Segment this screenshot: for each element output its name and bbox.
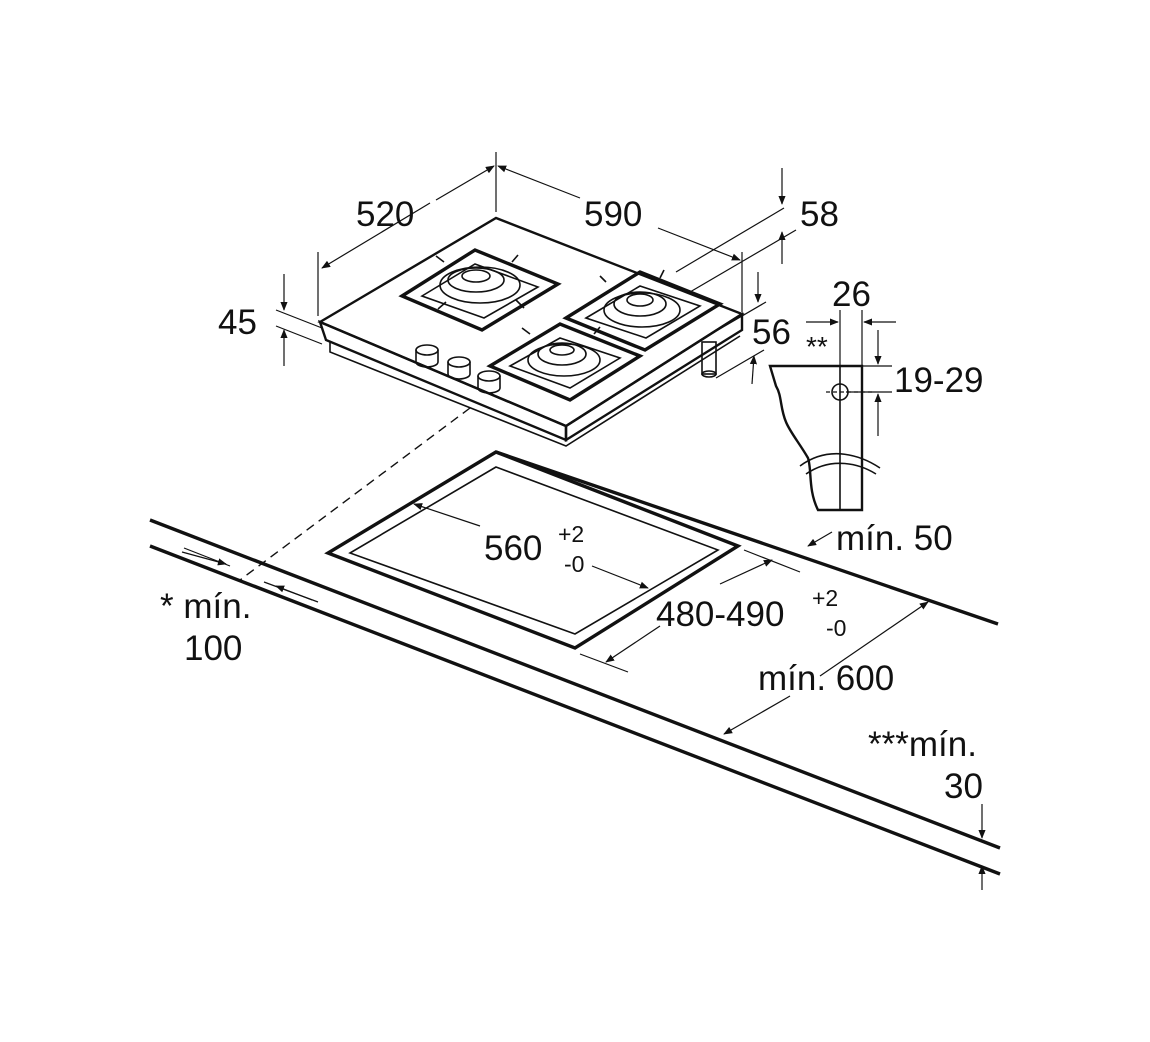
dim-min-50: mín. 50 xyxy=(836,519,953,558)
knob-icon xyxy=(447,356,471,380)
cutout-outline xyxy=(324,450,742,650)
dim-min-600: mín. 600 xyxy=(758,659,894,698)
dimension-cutout-width: 560 +2 -0 xyxy=(413,503,649,589)
dim-560-sub: -0 xyxy=(564,551,584,577)
dim-min-thickness-line1: ***mín. xyxy=(868,725,977,764)
dim-45: 45 xyxy=(218,303,257,342)
gas-connector-icon xyxy=(701,341,717,378)
dim-590: 590 xyxy=(584,195,642,234)
dim-480-490-sub: -0 xyxy=(826,615,846,641)
control-knobs xyxy=(415,344,501,394)
burner-front xyxy=(486,322,644,402)
dimension-width: 590 xyxy=(497,165,743,312)
dim-480-490-sup: +2 xyxy=(812,585,838,611)
dimension-min-depth: mín. 600 xyxy=(723,601,929,735)
dim-520: 520 xyxy=(356,195,414,234)
dim-min-side-line2: 100 xyxy=(184,629,242,668)
dimension-glass-height: 58 xyxy=(675,168,839,293)
alignment-dashed-line xyxy=(239,407,471,581)
hob xyxy=(317,216,745,447)
dimension-thickness: 45 xyxy=(218,274,323,366)
dimension-cutout-depth: 480-490 +2 -0 xyxy=(579,549,846,673)
knob-icon xyxy=(477,370,501,394)
burner-back-right xyxy=(562,269,724,352)
dim-480-490: 480-490 xyxy=(656,595,784,634)
dimension-min-back: mín. 50 xyxy=(807,519,953,558)
dim-min-thickness-line2: 30 xyxy=(944,767,983,806)
mounting-bracket: 26 19-29 xyxy=(768,275,984,512)
dimension-min-thickness: ***mín. 30 xyxy=(868,725,986,890)
dim-560-sup: +2 xyxy=(558,521,584,547)
dim-560: 560 xyxy=(484,529,542,568)
burner-back-left xyxy=(398,248,562,332)
dimension-body-height: 56 ** xyxy=(715,272,828,385)
dimension-min-side: * mín. 100 xyxy=(160,547,319,668)
double-star-note: ** xyxy=(806,331,828,362)
dim-min-side-line1: * mín. xyxy=(160,587,251,626)
countertop xyxy=(149,450,1001,876)
dim-56: 56 xyxy=(752,313,791,352)
dim-19-29: 19-29 xyxy=(894,361,984,400)
dim-26: 26 xyxy=(832,275,871,314)
dim-58: 58 xyxy=(800,195,839,234)
dimension-depth: 520 xyxy=(317,152,497,316)
knob-icon xyxy=(415,344,439,368)
